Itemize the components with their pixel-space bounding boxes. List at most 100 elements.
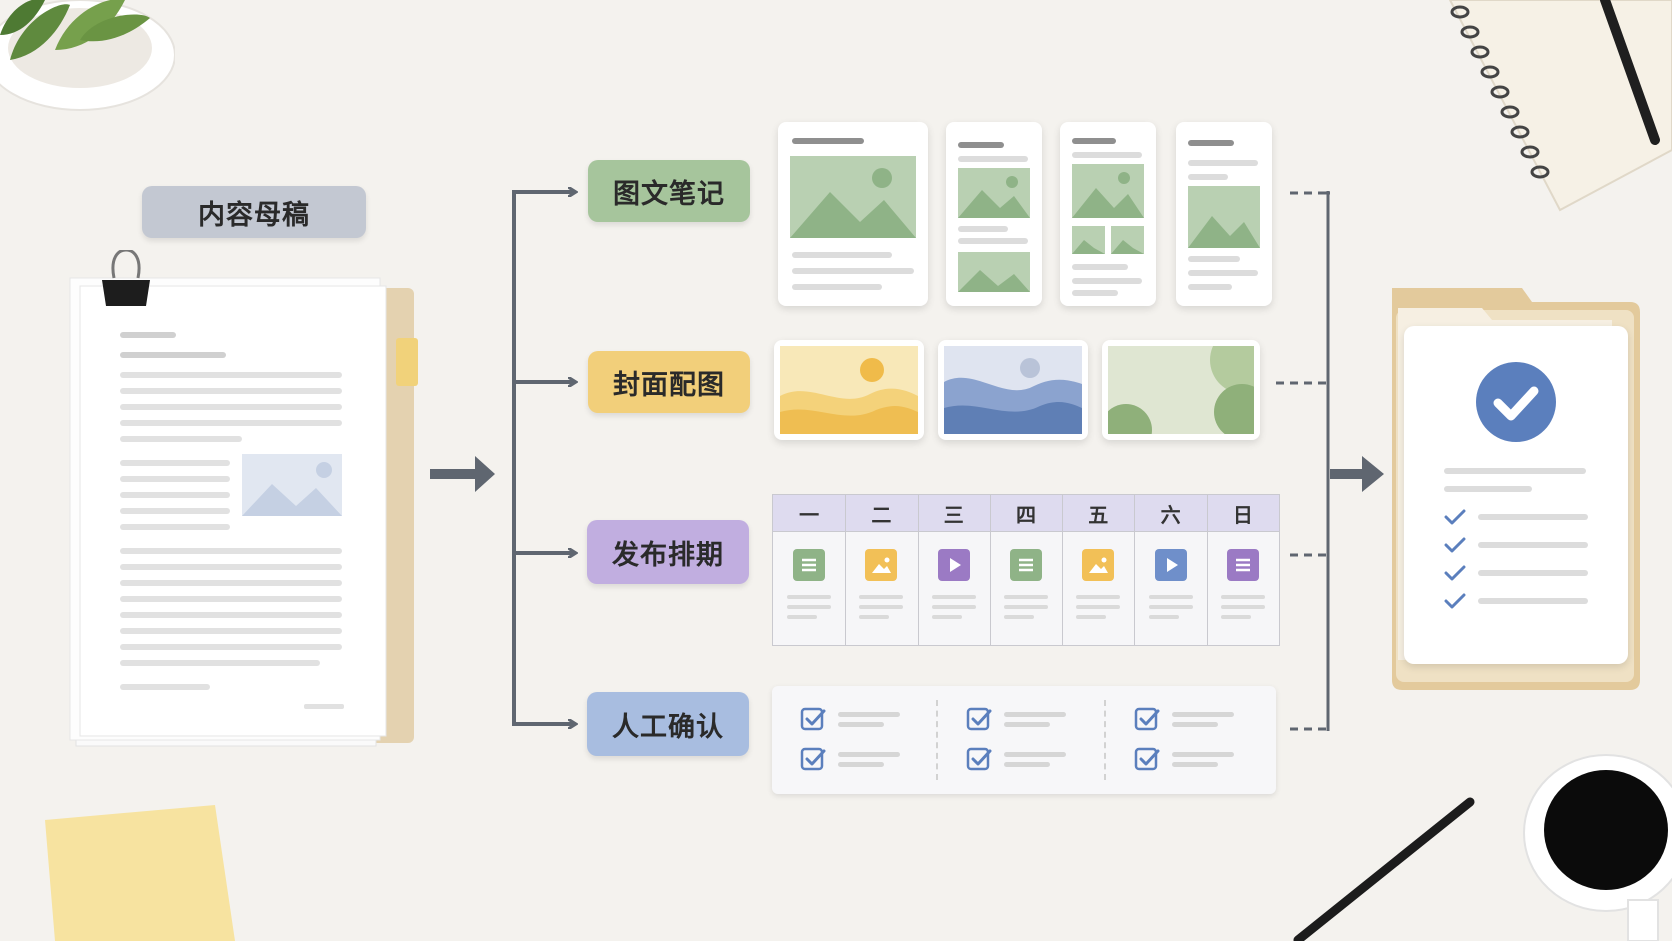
checklist-text-line [1004,752,1066,757]
calendar-text-line [1076,605,1121,609]
publish-calendar: 一二三四五六日 [772,494,1280,646]
checklist-text-line [1004,762,1050,767]
note-card-2 [946,122,1042,306]
checklist-text-line [838,762,884,767]
landscape-image-icon [1072,226,1105,254]
source-document-stack [66,248,426,753]
cover-image-2 [938,340,1088,440]
calendar-header-row [773,495,1279,532]
check-circle-icon [1476,362,1556,442]
calendar-text-line [931,615,962,619]
landscape-image-icon [1188,186,1260,248]
calendar-text-line [1004,615,1034,619]
calendar-day-7: 日 [1232,502,1253,527]
checkbox-checked-icon [1134,706,1160,732]
calendar-divider [1206,495,1208,645]
calendar-day-1: 一 [799,502,820,527]
source-title: 内容母稿 [142,186,366,238]
checkbox-checked-icon [800,746,826,772]
checkbox-checked-icon [1134,746,1160,772]
calendar-day-4: 四 [1015,502,1036,527]
calendar-divider [917,495,919,645]
checkbox-checked-icon [966,746,992,772]
checklist-text-line [838,712,900,717]
image-icon [1082,549,1115,581]
calendar-text-line [931,595,976,599]
checkmark-icon [1444,508,1466,526]
calendar-text-line [787,595,832,599]
calendar-text-line [1148,615,1179,619]
checklist-text-line [838,752,900,757]
branch-label-cover: 封面配图 [588,351,750,413]
play-icon [1154,549,1187,581]
checkbox-checked-icon [966,706,992,732]
checklist-divider [936,700,938,780]
approved-text-line [1478,598,1588,604]
notebook-decoration [1430,0,1672,220]
branch-label-notes: 图文笔记 [588,160,750,222]
checklist-text-line [838,722,884,727]
approved-text-line [1478,542,1588,548]
calendar-text-line [1076,615,1107,619]
calendar-text-line [931,605,976,609]
calendar-day-6: 六 [1160,502,1181,527]
calendar-divider [1062,495,1064,645]
branch-label-schedule: 发布排期 [587,520,749,584]
calendar-text-line [859,615,890,619]
checklist-text-line [1172,752,1234,757]
branch-label-confirm: 人工确认 [587,692,749,756]
landscape-image-icon [1072,164,1144,218]
note-card-3 [1060,122,1156,306]
calendar-divider [845,495,847,645]
document-icon [793,549,826,581]
image-icon [865,549,898,581]
plant-decoration [0,0,175,115]
checkbox-checked-icon [800,706,826,732]
calendar-text-line [859,605,904,609]
calendar-text-line [1004,595,1048,599]
checklist-text-line [1172,762,1218,767]
binder-clip-icon [100,250,152,308]
document-icon [1226,549,1259,581]
calendar-divider [989,495,991,645]
document-icon [1010,549,1042,581]
cover-image-3 [1102,340,1260,440]
play-icon [937,549,970,581]
checklist-divider [1104,700,1106,780]
calendar-text-line [1076,595,1121,599]
approved-text-line [1478,514,1588,520]
calendar-day-2: 二 [871,502,892,527]
calendar-text-line [1220,605,1265,609]
checklist-text-line [1172,722,1218,727]
checkmark-icon [1444,592,1466,610]
landscape-image-icon [958,168,1030,218]
checklist-text-line [1172,712,1234,717]
landscape-image-icon [790,156,916,238]
calendar-text-line [787,615,818,619]
calendar-day-5: 五 [1088,502,1109,527]
calendar-text-line [1004,605,1048,609]
pen-decoration [1290,790,1480,941]
confirm-panel [772,686,1276,794]
calendar-text-line [1220,595,1265,599]
approved-document [1404,326,1628,664]
checkmark-icon [1444,536,1466,554]
calendar-text-line [859,595,904,599]
checklist-text-line [1004,712,1066,717]
cover-image-1 [774,340,924,440]
landscape-image-icon [958,252,1030,292]
coffee-cup-decoration [1518,730,1672,941]
sticky-note-decoration [40,800,240,941]
note-card-1 [778,122,928,306]
checkmark-icon [1444,564,1466,582]
note-card-4 [1176,122,1272,306]
calendar-divider [1134,495,1136,645]
calendar-text-line [1148,605,1193,609]
calendar-text-line [787,605,832,609]
calendar-text-line [1148,595,1193,599]
checklist-text-line [1004,722,1050,727]
calendar-day-3: 三 [943,502,964,527]
landscape-image-icon [1111,226,1144,254]
calendar-text-line [1220,615,1251,619]
